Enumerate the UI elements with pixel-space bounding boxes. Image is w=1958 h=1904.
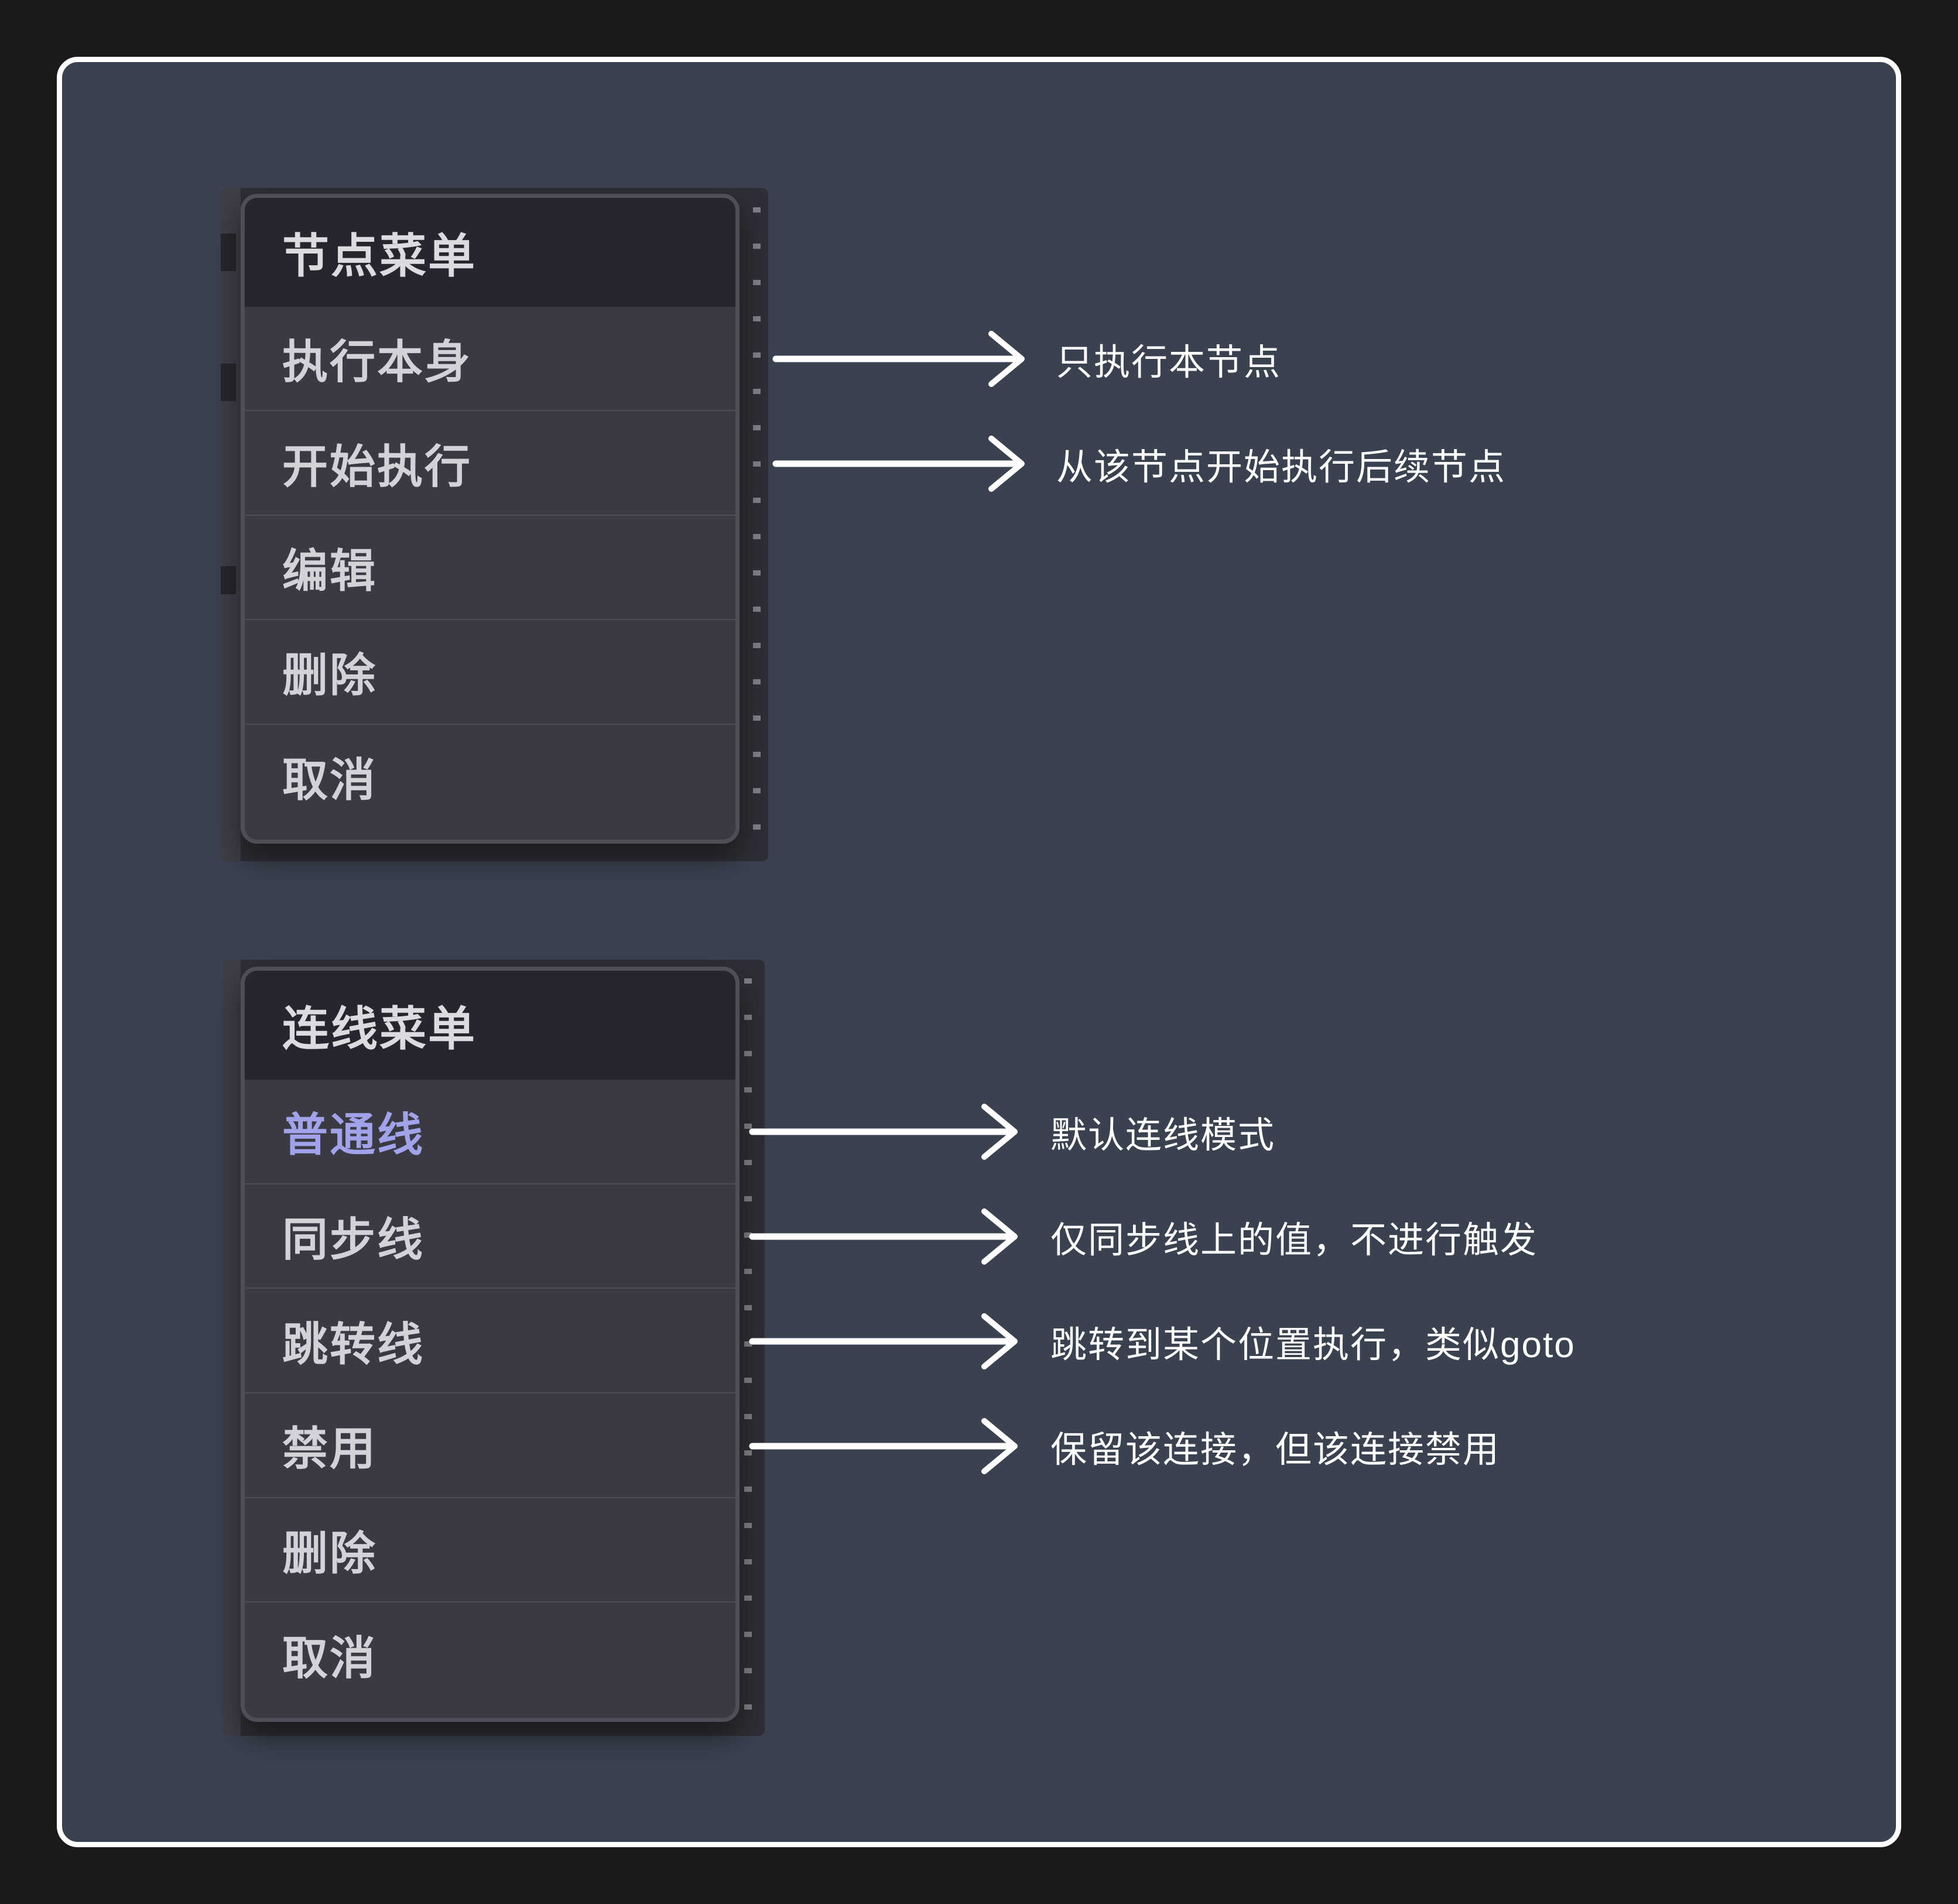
- annotation-disable: 保留该连接，但该连接禁用: [749, 1414, 1500, 1478]
- menu-item-jump-line[interactable]: 跳转线: [245, 1287, 735, 1392]
- arrow-right-icon: [749, 1313, 1018, 1369]
- annotation-execute-self: 只执行本节点: [772, 327, 1281, 391]
- node-port-notch: [221, 566, 236, 594]
- arrow-right-icon: [772, 436, 1025, 492]
- annotation-label: 默认连线模式: [1050, 1115, 1276, 1156]
- arrow-right-icon: [749, 1418, 1018, 1474]
- menu-item-start-execute[interactable]: 开始执行: [245, 410, 735, 514]
- selection-dashed-edge: [744, 978, 752, 1734]
- annotation-label: 跳转到某个位置执行，类似goto: [1050, 1325, 1576, 1365]
- node-left-edge: [221, 188, 241, 861]
- edge-menu-title: 连线菜单: [245, 971, 735, 1080]
- menu-item-cancel[interactable]: 取消: [245, 1601, 735, 1706]
- annotation-jump-line: 跳转到某个位置执行，类似goto: [749, 1309, 1576, 1374]
- annotation-label: 仅同步线上的值，不进行触发: [1050, 1220, 1538, 1261]
- canvas-panel: 节点菜单 执行本身 开始执行 编辑 删除 取消 只执行本节点 从该节点开始执行后…: [57, 57, 1901, 1847]
- node-port-notch: [221, 234, 236, 271]
- annotation-sync-line: 仅同步线上的值，不进行触发: [749, 1204, 1538, 1269]
- arrow-right-icon: [749, 1208, 1018, 1265]
- edge-context-menu: 连线菜单 普通线 同步线 跳转线 禁用 删除 取消: [241, 967, 740, 1722]
- annotation-label: 只执行本节点: [1056, 343, 1282, 383]
- menu-item-execute-self[interactable]: 执行本身: [282, 336, 473, 388]
- arrow-right-icon: [772, 331, 1025, 387]
- annotation-normal-line: 默认连线模式: [749, 1100, 1275, 1164]
- annotation-label: 保留该连接，但该连接禁用: [1050, 1430, 1501, 1470]
- menu-item-normal-line[interactable]: 普通线: [282, 1109, 425, 1161]
- selection-dashed-edge: [753, 207, 761, 854]
- menu-item-delete[interactable]: 删除: [245, 619, 735, 723]
- menu-item-disable[interactable]: 禁用: [245, 1392, 735, 1497]
- node-context-menu: 节点菜单 执行本身 开始执行 编辑 删除 取消: [241, 194, 740, 844]
- annotation-label: 从该节点开始执行后续节点: [1056, 447, 1507, 488]
- menu-item-cancel[interactable]: 取消: [245, 723, 735, 828]
- annotation-start-execute: 从该节点开始执行后续节点: [772, 432, 1506, 496]
- menu-item-sync-line[interactable]: 同步线: [245, 1183, 735, 1288]
- node-port-notch: [221, 364, 236, 401]
- node-menu-title: 节点菜单: [245, 198, 735, 307]
- menu-item-delete[interactable]: 删除: [245, 1497, 735, 1602]
- node-left-edge: [223, 960, 241, 1736]
- arrow-right-icon: [749, 1104, 1018, 1160]
- menu-item-edit[interactable]: 编辑: [245, 514, 735, 619]
